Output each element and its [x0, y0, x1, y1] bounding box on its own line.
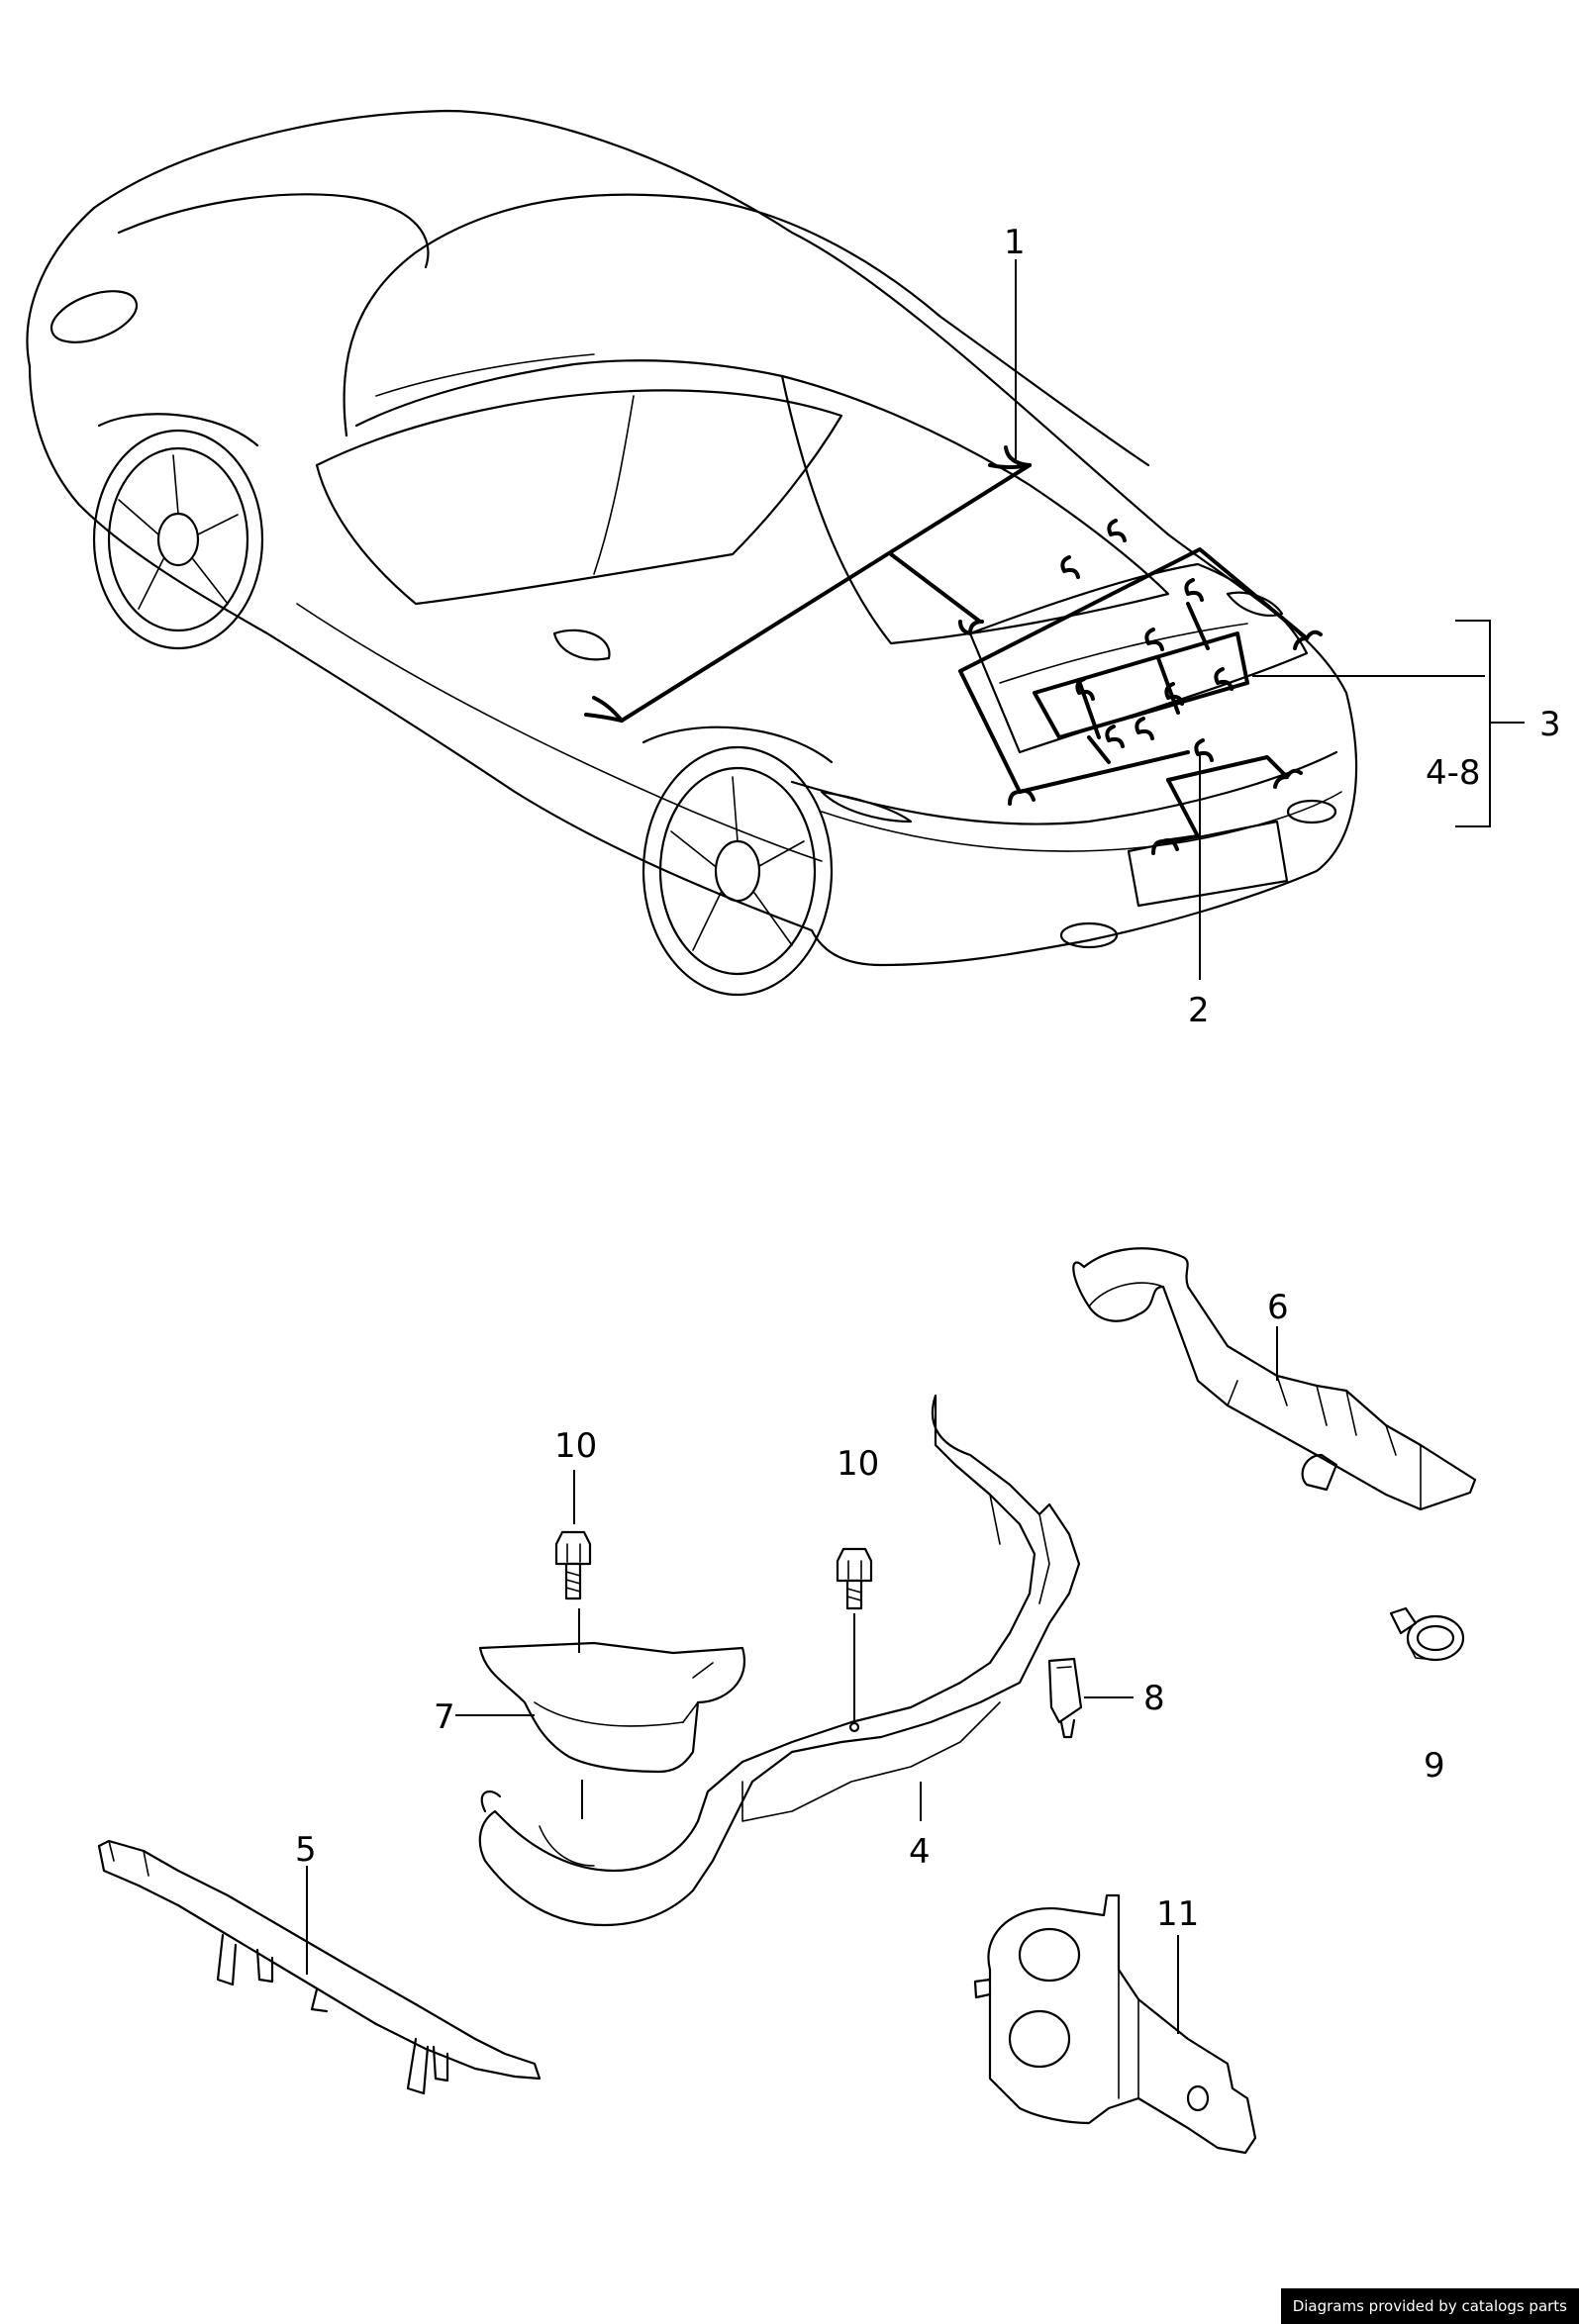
callout-7: 7 [434, 1697, 455, 1737]
part-7-cover [455, 1608, 745, 1774]
callout-10-right: 10 [837, 1444, 879, 1484]
car-leader-lines [1015, 259, 1525, 980]
part-11-bracket [973, 1893, 1257, 2155]
callout-8: 8 [1143, 1679, 1165, 1718]
part-9-grommet [1389, 1606, 1465, 1662]
callout-3: 3 [1539, 705, 1561, 744]
callout-2: 2 [1188, 991, 1210, 1030]
callout-4-8: 4-8 [1426, 753, 1481, 793]
callout-11: 11 [1156, 1894, 1199, 1934]
part-6-cable-duct [1072, 1247, 1477, 1511]
callout-4: 4 [909, 1832, 931, 1872]
callout-1: 1 [1004, 223, 1026, 262]
bolt-10-right [836, 1547, 873, 1724]
callout-5: 5 [295, 1830, 317, 1870]
part-4-cable-duct [478, 1394, 1081, 1927]
wiring-harness [584, 445, 1323, 855]
callout-6: 6 [1267, 1288, 1289, 1327]
callout-9: 9 [1424, 1746, 1445, 1786]
part-8-clip [1047, 1657, 1134, 1739]
bolt-10-left [554, 1470, 592, 1600]
callout-10-left: 10 [554, 1426, 597, 1466]
diagram-credit: Diagrams provided by catalogs parts [1280, 2288, 1579, 2324]
connector-stubs [958, 519, 1323, 855]
part-5-cable-duct [97, 1839, 542, 2095]
front-wheel [92, 413, 264, 650]
callout-labels: 1 2 3 4-8 4 5 6 7 8 9 10 10 11 [295, 223, 1561, 1934]
car-illustration [26, 109, 1358, 997]
rear-wheel [641, 726, 834, 997]
